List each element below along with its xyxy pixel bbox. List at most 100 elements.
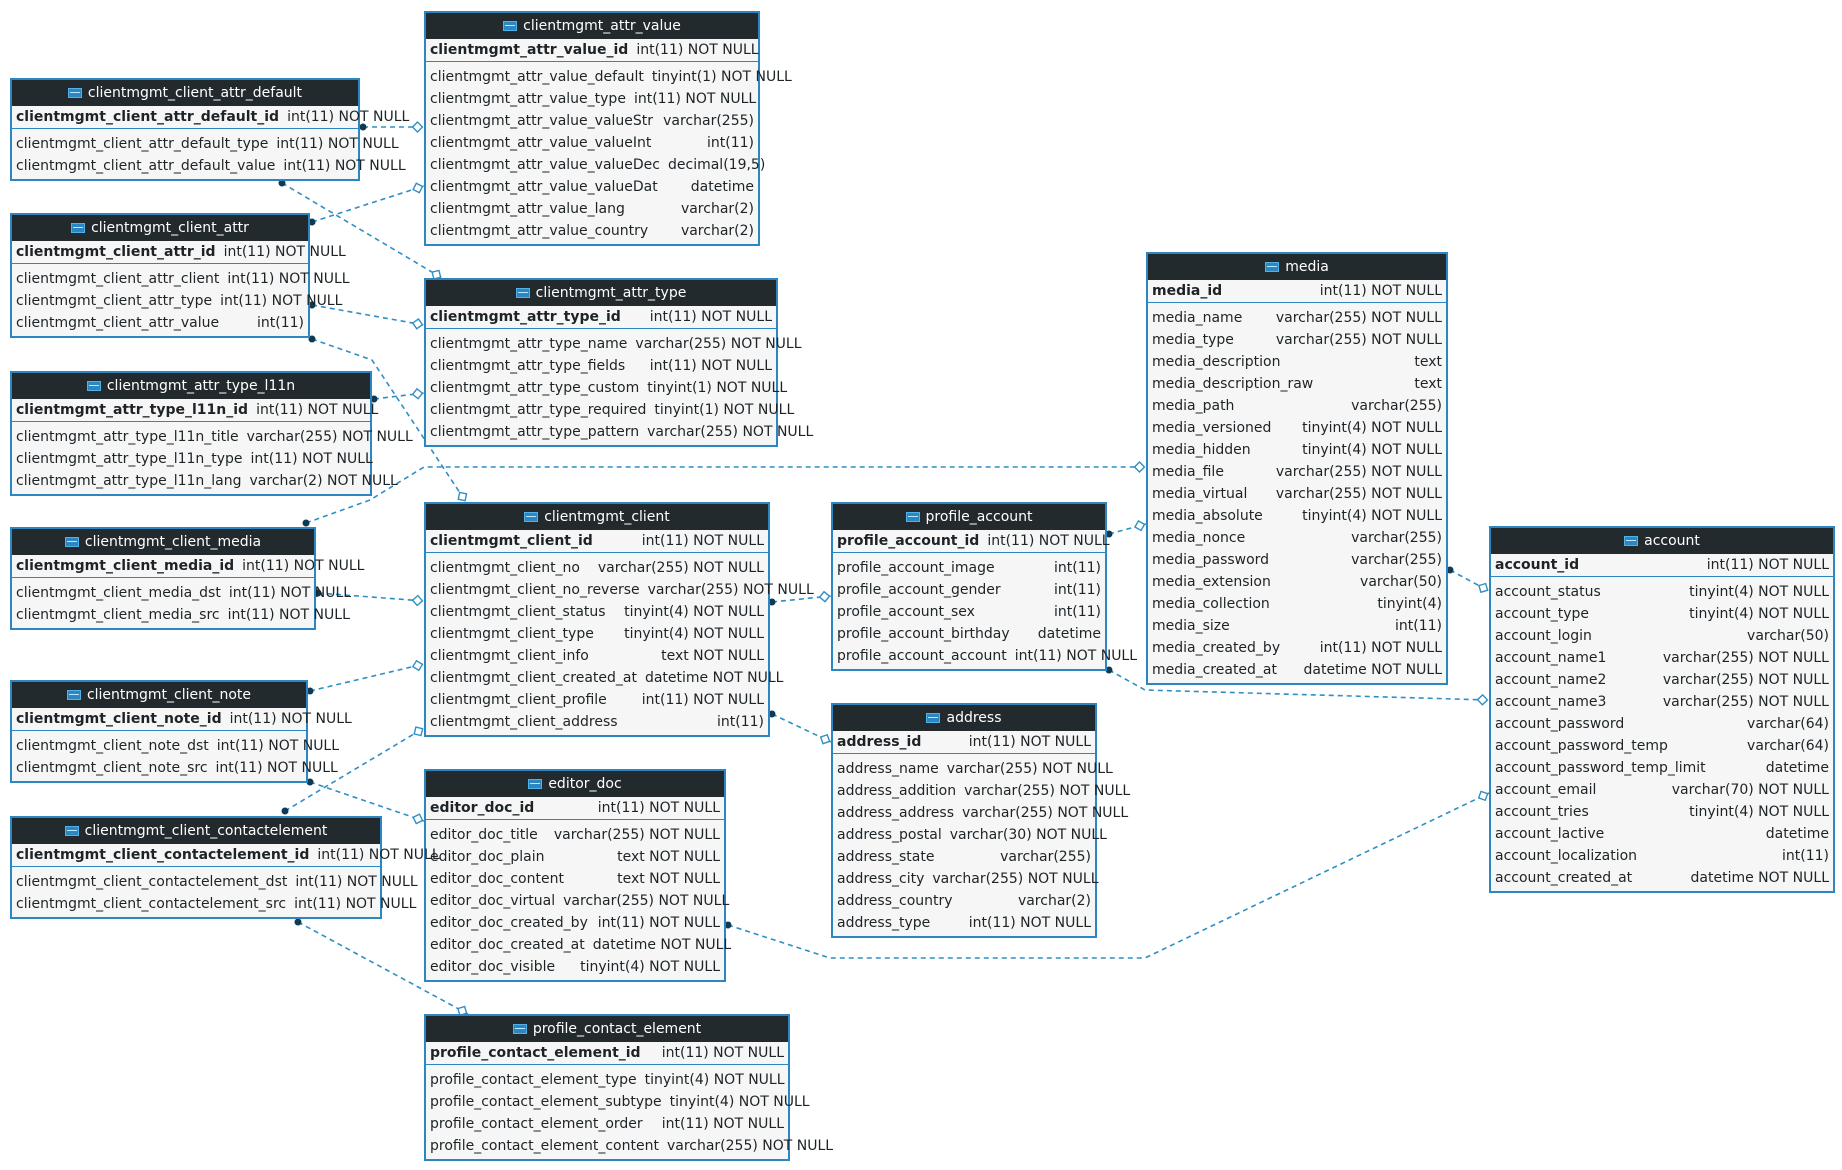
table-header[interactable]: profile_account (833, 504, 1105, 530)
table-header[interactable]: clientmgmt_attr_type (426, 280, 776, 306)
table-header[interactable]: profile_contact_element (426, 1016, 788, 1042)
table-profile-contact-element[interactable]: profile_contact_element profile_contact_e… (424, 1014, 833, 1161)
table-header[interactable]: media (1148, 254, 1446, 280)
table-header[interactable]: editor_doc (426, 771, 724, 797)
table-header[interactable]: clientmgmt_client_note (12, 682, 306, 708)
table-header[interactable]: clientmgmt_client (426, 504, 768, 530)
table-header[interactable]: clientmgmt_client_attr_default (12, 80, 358, 106)
table-header[interactable]: clientmgmt_client_media (12, 529, 314, 555)
table-header[interactable]: address (833, 705, 1095, 731)
table-header[interactable]: clientmgmt_attr_value (426, 13, 758, 39)
